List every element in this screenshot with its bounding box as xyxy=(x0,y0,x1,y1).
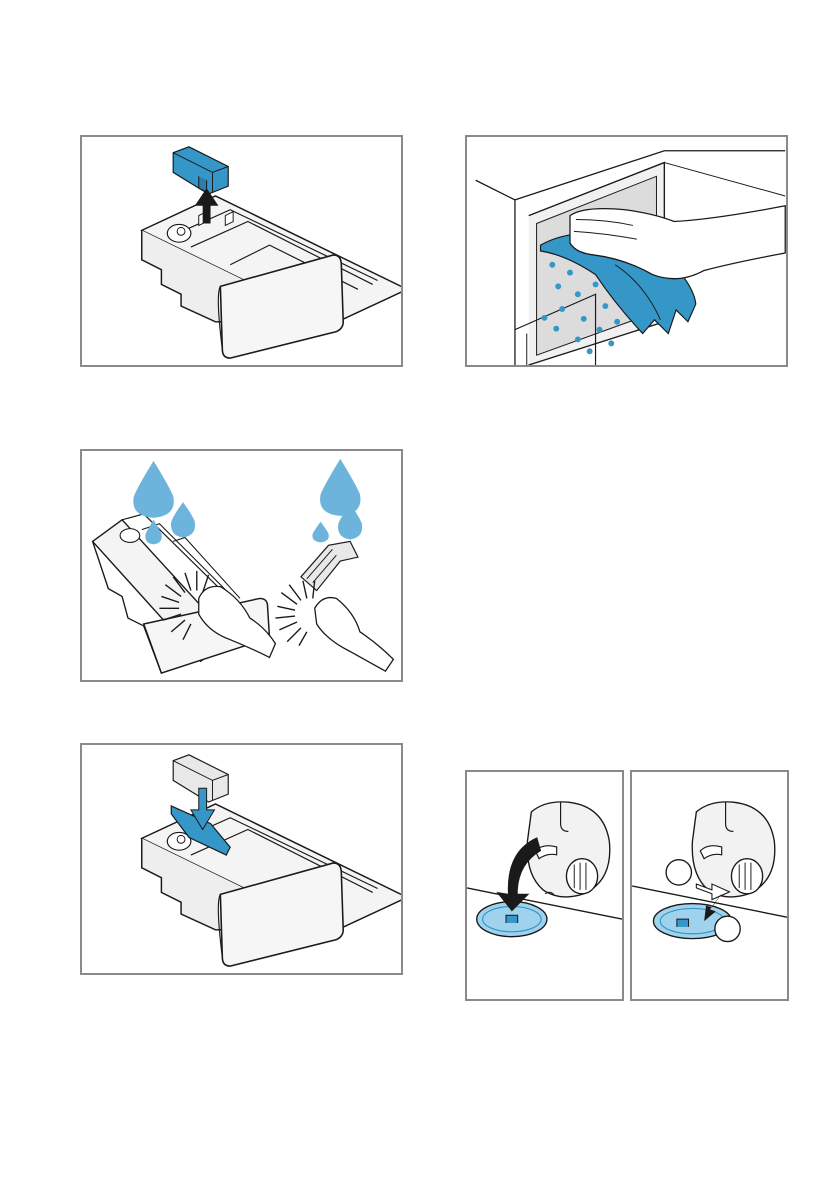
curved-arrow-icon xyxy=(467,772,622,999)
callout-circle-icon xyxy=(632,772,787,999)
hand-icon xyxy=(82,451,401,680)
arrow-up-icon xyxy=(82,137,401,365)
page-footer-space xyxy=(0,1182,840,1192)
arrow-down-icon xyxy=(82,745,401,973)
drawer-remove-panel xyxy=(80,135,403,367)
insert-siphon-panel xyxy=(80,743,403,975)
hand-icon xyxy=(467,137,786,365)
unlock-pump-lid-panel xyxy=(630,770,789,1001)
wipe-housing-panel xyxy=(465,135,788,367)
rinse-parts-panel xyxy=(80,449,403,682)
open-pump-lid-panel xyxy=(465,770,624,1001)
